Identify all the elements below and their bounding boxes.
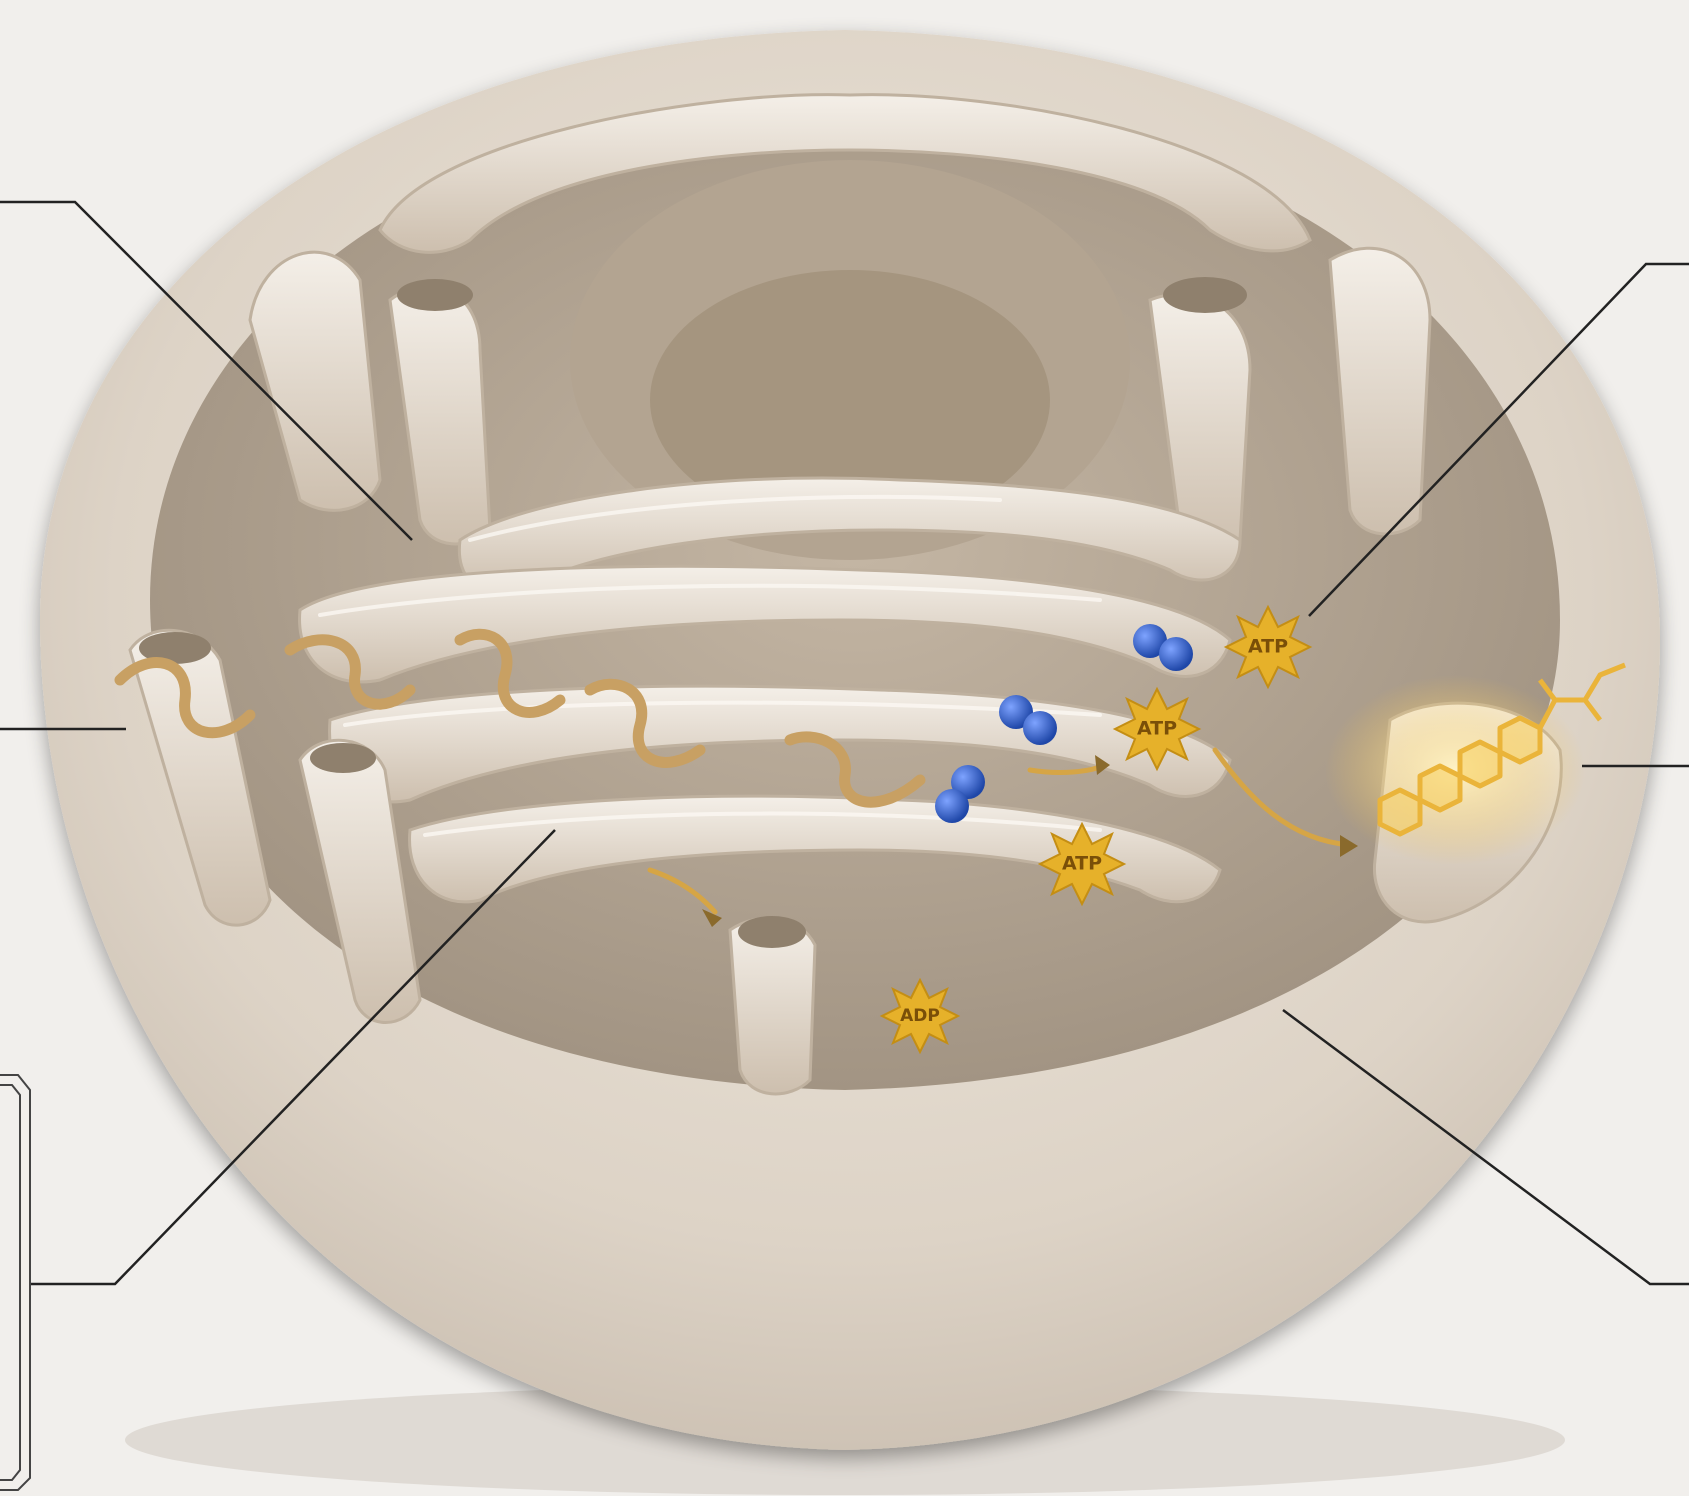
energy-marker: ATP [1040,824,1124,904]
energy-marker: ADP [882,980,958,1052]
energy-marker-label: ATP [1137,718,1177,740]
energy-marker-label: ATP [1062,853,1102,875]
energy-marker-label: ATP [1248,636,1288,658]
callout-frame [0,1075,30,1490]
energy-marker: ATP [1115,689,1199,769]
energy-marker-label: ADP [900,1006,940,1026]
energy-marker: ATP [1226,607,1310,687]
